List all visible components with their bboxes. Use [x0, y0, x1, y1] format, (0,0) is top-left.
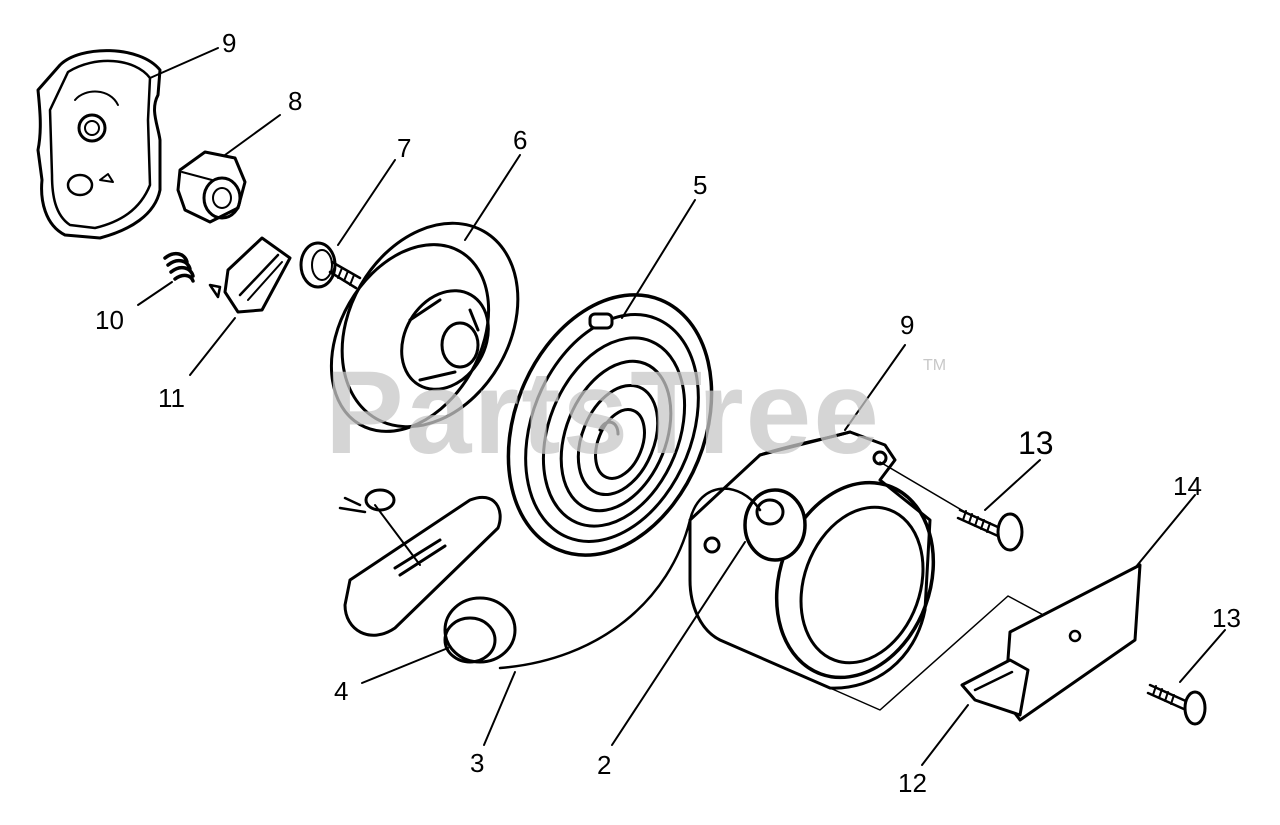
callout-13-lower: 13 — [1212, 603, 1241, 633]
callout-6: 6 — [513, 125, 528, 155]
part-14-bracket — [1003, 563, 1142, 722]
part-6-pulley — [329, 221, 520, 433]
part-8-nut — [176, 150, 247, 224]
part-7-screw — [299, 241, 362, 290]
callout-3: 3 — [470, 748, 485, 778]
part-9-cover-plate — [36, 49, 162, 240]
callout-14: 14 — [1173, 471, 1202, 501]
callout-leaders — [137, 47, 1226, 766]
callout-8: 8 — [288, 86, 303, 116]
callout-12: 12 — [898, 768, 927, 798]
part-13-screw-upper — [956, 508, 1024, 552]
part-13-screw-lower — [1146, 683, 1207, 726]
callout-2: 2 — [597, 750, 612, 780]
trademark-symbol: TM — [923, 357, 947, 374]
callout-4: 4 — [334, 676, 349, 706]
part-4-handle — [338, 488, 517, 664]
partstree-watermark: PartsTree — [325, 347, 881, 479]
part-5-recoil-spring — [506, 293, 714, 557]
part-12-bracket-arm — [960, 658, 1030, 717]
callout-11: 11 — [158, 383, 185, 413]
part-10-spring — [163, 251, 195, 283]
callout-5: 5 — [693, 170, 708, 200]
callout-7: 7 — [397, 133, 412, 163]
part-11-pawl — [208, 236, 292, 314]
part-9-starter-housing — [688, 430, 936, 690]
callout-9-housing: 9 — [900, 310, 915, 340]
callout-10: 10 — [95, 305, 124, 335]
part-3-starter-rope — [498, 487, 762, 670]
callout-13-upper: 13 — [1018, 425, 1054, 461]
callout-9-cover: 9 — [222, 28, 237, 58]
